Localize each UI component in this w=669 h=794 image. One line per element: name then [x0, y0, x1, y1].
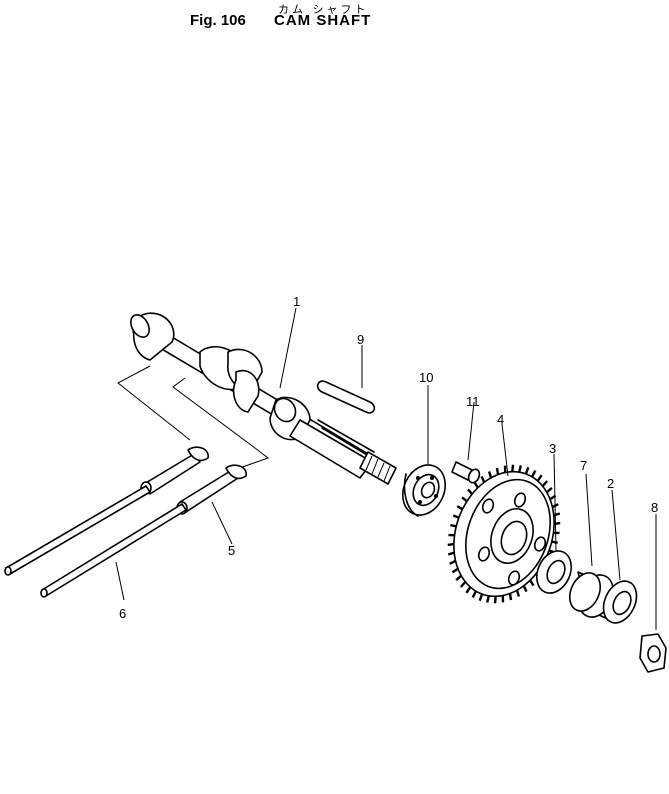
set-bolt	[451, 401, 481, 484]
callout-10: 10	[419, 370, 433, 385]
gear-tooth	[515, 589, 521, 597]
gear-tooth	[529, 579, 535, 587]
gear-tooth	[511, 464, 515, 472]
ball-bearing	[402, 385, 446, 517]
callout-7: 7	[580, 458, 587, 473]
callout-2: 2	[607, 476, 614, 491]
key	[316, 345, 376, 414]
figure-title: CAM SHAFT	[274, 12, 372, 29]
gear-tooth	[467, 488, 473, 495]
hex-nut	[639, 514, 667, 673]
figure-number: Fig. 106	[190, 12, 246, 29]
gear-tooth	[518, 465, 522, 473]
callout-11: 11	[466, 394, 480, 409]
camshaft	[130, 307, 397, 485]
figure-title-block: カム シャフト Fig. 106 CAM SHAFT	[190, 0, 440, 34]
push-rod-long	[4, 446, 209, 601]
callout-4: 4	[497, 412, 504, 427]
gear-tooth	[536, 474, 543, 482]
gear-tooth	[447, 551, 455, 556]
gear-tooth	[522, 585, 528, 593]
gear-tooth	[493, 596, 497, 604]
push-rod-short	[40, 464, 247, 598]
gear-tooth	[450, 524, 457, 528]
washer	[535, 453, 573, 594]
gear-tooth	[508, 593, 513, 601]
gear-tooth	[471, 590, 477, 598]
gear-tooth	[551, 540, 558, 544]
gear-tooth	[473, 481, 479, 489]
gear-tooth	[546, 486, 553, 494]
callout-1: 1	[293, 294, 300, 309]
callout-3: 3	[549, 441, 556, 456]
gear-tooth	[480, 475, 486, 483]
cam-gear	[447, 423, 561, 604]
gear-tooth	[456, 505, 464, 511]
gear-tooth	[459, 581, 467, 588]
lock-washer	[602, 489, 638, 624]
gear-tooth	[524, 466, 530, 475]
callout-9: 9	[357, 332, 364, 347]
gear-tooth	[449, 559, 457, 565]
reference-bracket-lines	[117, 365, 270, 471]
gear-tooth	[455, 574, 462, 582]
gear-tooth	[461, 496, 468, 503]
gear-tooth	[553, 512, 561, 517]
callout-8: 8	[651, 500, 658, 515]
gear-tooth	[478, 593, 484, 602]
gear-tooth	[495, 467, 500, 475]
gear-tooth	[465, 586, 472, 594]
title-katakana: カム シャフト	[278, 3, 369, 16]
callout-labels: 1 9 10 11 4 3 7 2 8 5 6	[119, 294, 658, 621]
gear-tooth	[452, 514, 460, 519]
gear-tooth	[531, 470, 537, 478]
gear-tooth	[487, 471, 493, 479]
gear-tooth	[451, 567, 459, 574]
gear-tooth	[447, 542, 455, 547]
callout-6: 6	[119, 606, 126, 621]
gear-tooth	[486, 595, 490, 603]
gear-tooth	[541, 480, 549, 487]
callout-5: 5	[228, 543, 235, 558]
